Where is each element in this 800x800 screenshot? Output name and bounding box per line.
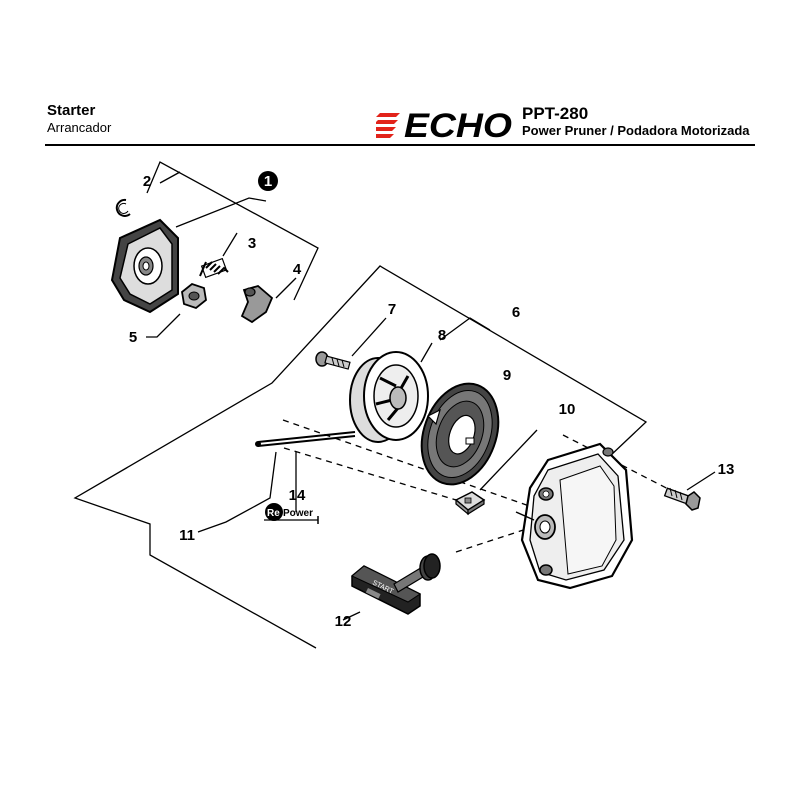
guide-block xyxy=(454,491,486,516)
case-bolt xyxy=(663,487,701,511)
logo-wordmark: ECHO xyxy=(404,107,512,141)
echo-logo: ECHO xyxy=(376,107,512,141)
callout-3: 3 xyxy=(248,235,256,252)
callout-13: 13 xyxy=(718,461,735,478)
product-name: Power Pruner / Podadora Motorizada xyxy=(522,123,750,138)
pawl-spring xyxy=(199,257,229,279)
hex-nut xyxy=(181,282,207,310)
callout-9: 9 xyxy=(503,367,511,384)
callout-6: 6 xyxy=(512,304,520,321)
starter-case xyxy=(515,442,634,590)
pawl-plate xyxy=(110,218,179,314)
callout-1: 1 xyxy=(264,173,272,190)
callout-4: 4 xyxy=(293,261,302,278)
model-heading: PPT-280 Power Pruner / Podadora Motoriza… xyxy=(522,104,750,139)
recoil-spring xyxy=(420,382,500,486)
callout-1-badge xyxy=(258,171,278,191)
callout-5: 5 xyxy=(129,329,137,346)
pawl xyxy=(240,285,274,324)
callout-numbers: 1 2 3 4 5 6 7 8 9 10 11 12 13 14 xyxy=(129,171,735,630)
starter-rope xyxy=(255,431,356,447)
starter-handle: START xyxy=(351,553,441,615)
page-title: Starter xyxy=(47,102,96,119)
header-divider xyxy=(45,144,755,146)
callout-12: 12 xyxy=(335,613,352,630)
callout-10: 10 xyxy=(559,401,576,418)
page-subtitle: Arrancador xyxy=(47,120,112,135)
reel-screw xyxy=(315,351,351,370)
rope-reel xyxy=(349,351,429,443)
callout-2: 2 xyxy=(143,173,151,190)
callout-8: 8 xyxy=(438,327,446,344)
callout-7: 7 xyxy=(388,301,396,318)
page-heading: Starter Arrancador xyxy=(47,102,111,136)
model-number: PPT-280 xyxy=(522,104,589,123)
snap-ring xyxy=(115,198,131,217)
repower-re: Re xyxy=(267,508,280,519)
callout-11: 11 xyxy=(179,527,195,544)
callout-14: 14 xyxy=(289,487,306,504)
leader-lines xyxy=(73,161,716,649)
repower-power: Power xyxy=(283,508,313,519)
logo-stripes xyxy=(376,113,400,138)
repower-mark: Re Power xyxy=(264,503,319,524)
